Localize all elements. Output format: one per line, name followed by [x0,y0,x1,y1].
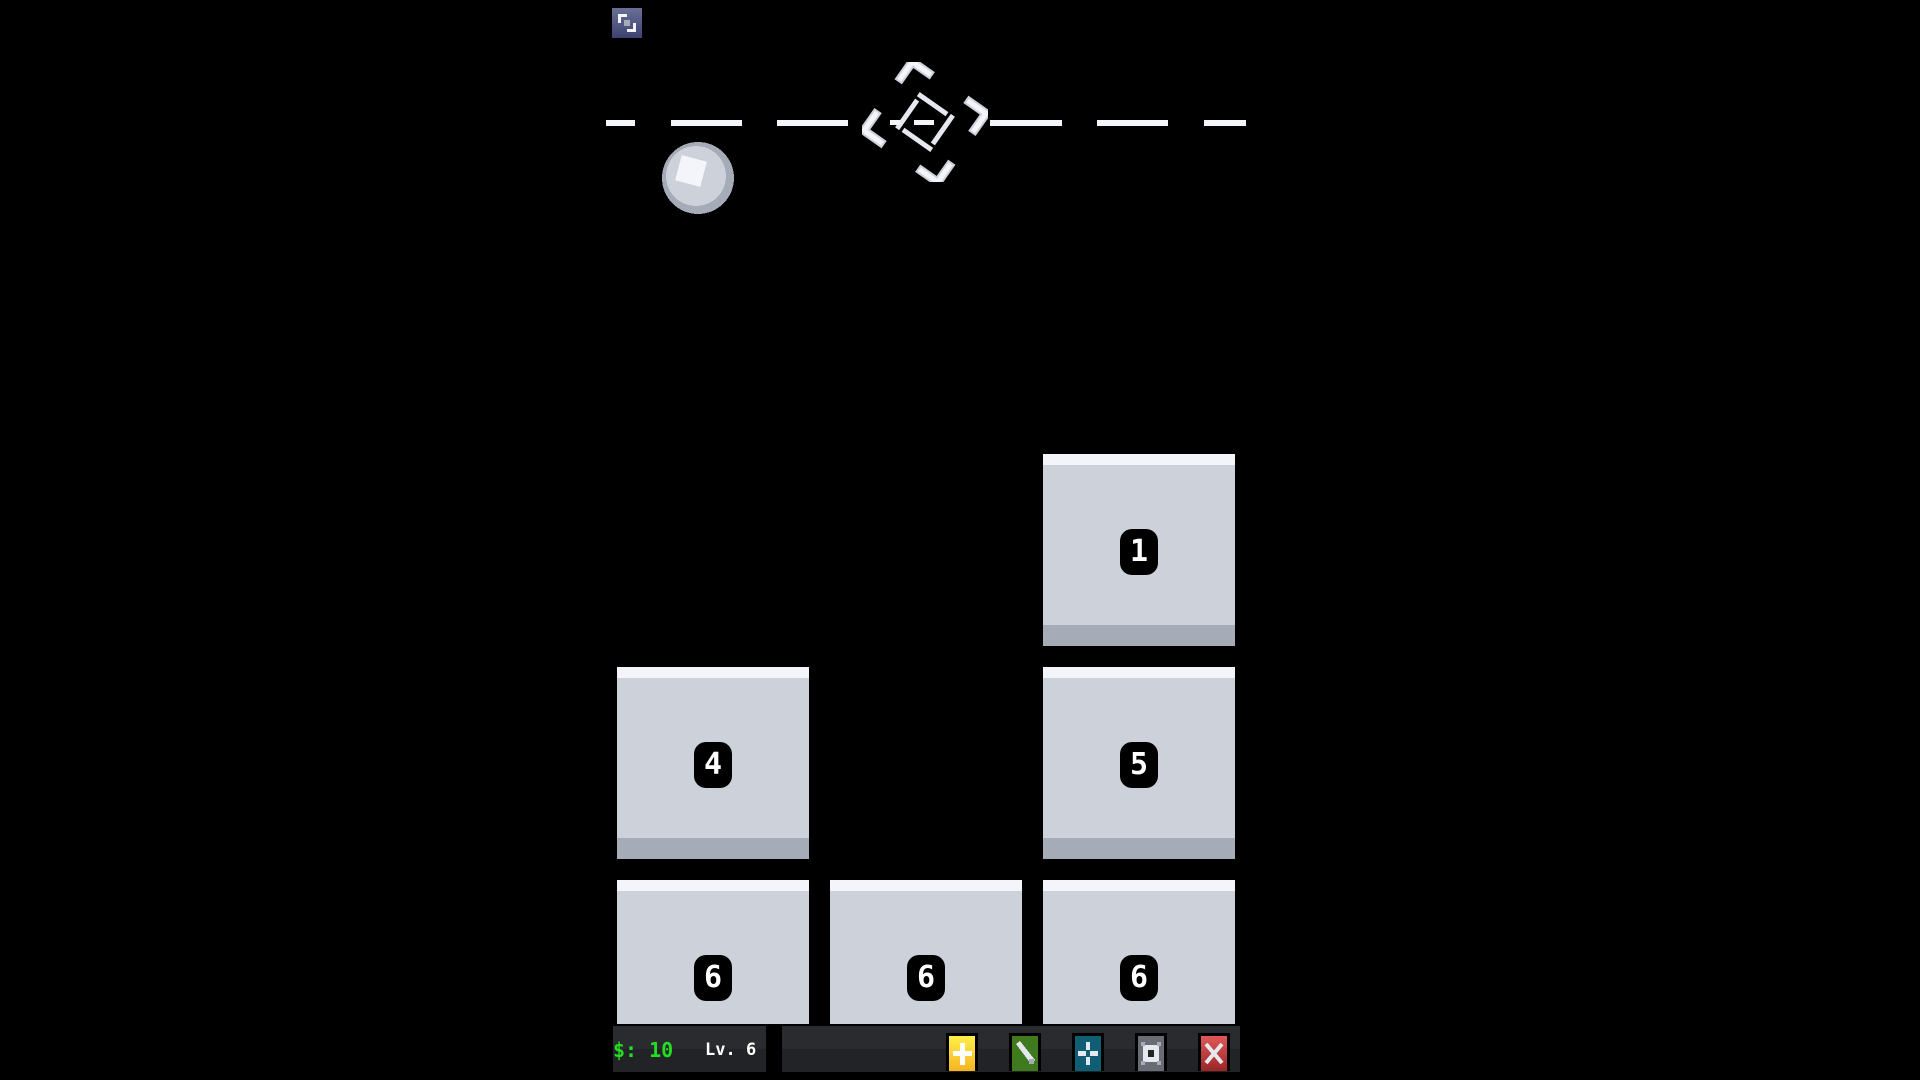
number-block: 5 [1043,667,1235,859]
settings-button[interactable] [1135,1033,1167,1071]
fullscreen-toggle-button[interactable] [612,8,642,38]
quit-button[interactable] [1198,1033,1230,1071]
number-block: 6 [617,880,809,1024]
add-ball-button[interactable] [946,1033,978,1071]
split-button[interactable] [1072,1033,1104,1071]
laser-button[interactable] [1009,1033,1041,1071]
aim-reticle-icon[interactable] [862,62,988,182]
number-block: 1 [1043,454,1235,646]
number-block: 4 [617,667,809,859]
plus-icon [949,1036,975,1071]
status-panel [613,1026,766,1072]
crosshair-icon [1075,1036,1101,1071]
block-hit-count: 1 [1120,529,1158,575]
money-counter: $: 10 [613,1038,674,1062]
block-hit-count: 5 [1120,742,1158,788]
ball-icon[interactable] [660,140,736,216]
block-hit-count: 6 [907,955,945,1001]
gear-icon [1138,1036,1164,1071]
fullscreen-toggle-icon [618,14,636,32]
laser-icon [1012,1036,1038,1071]
number-block: 6 [830,880,1022,1024]
level-indicator: Lv. 6 [705,1040,757,1060]
number-block: 6 [1043,880,1235,1024]
block-hit-count: 4 [694,742,732,788]
close-icon [1201,1036,1227,1071]
block-hit-count: 6 [1120,955,1158,1001]
block-hit-count: 6 [694,955,732,1001]
